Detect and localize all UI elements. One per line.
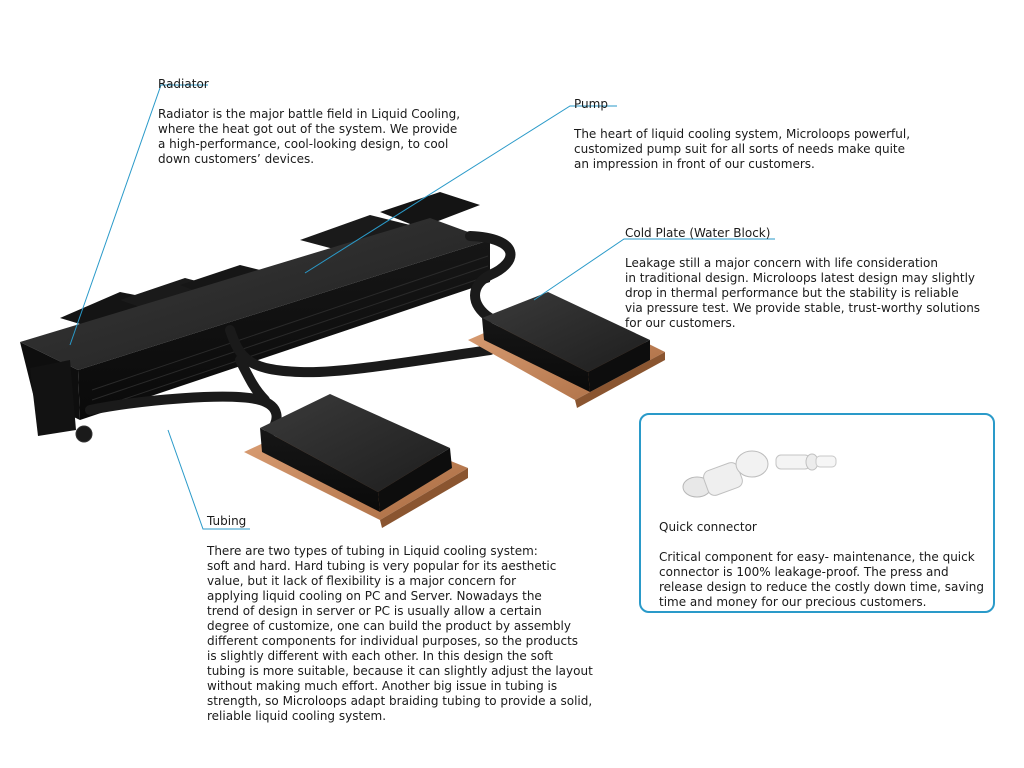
pump-title: Pump	[574, 97, 608, 111]
cold-plate-description: Leakage still a major concern with life …	[625, 256, 981, 330]
pump-leader-line	[304, 105, 617, 274]
radiator-leader-line	[69, 84, 208, 346]
tubing-title: Tubing	[207, 514, 247, 528]
radiator-description: Radiator is the major battle field in Li…	[158, 107, 461, 166]
quick-connector-description: Critical component for easy- maintenance…	[659, 550, 984, 609]
tubing-illustration	[85, 231, 516, 437]
cold-plate-front	[244, 394, 468, 528]
quick-connector-illustration	[682, 450, 837, 498]
pump-description: The heart of liquid cooling system, Micr…	[574, 127, 911, 171]
tubing-leader-line	[167, 429, 250, 530]
cold-plate-title: Cold Plate (Water Block)	[625, 226, 771, 240]
leader-lines	[69, 84, 775, 530]
tubing-description: There are two types of tubing in Liquid …	[207, 544, 593, 723]
quick-connector-box	[639, 413, 995, 613]
radiator-title: Radiator	[158, 77, 209, 91]
radiator-body	[20, 192, 490, 443]
cold-plate-leader-line	[533, 238, 775, 301]
quick-connector-title: Quick connector	[659, 520, 757, 534]
cold-plate-right	[468, 292, 665, 408]
